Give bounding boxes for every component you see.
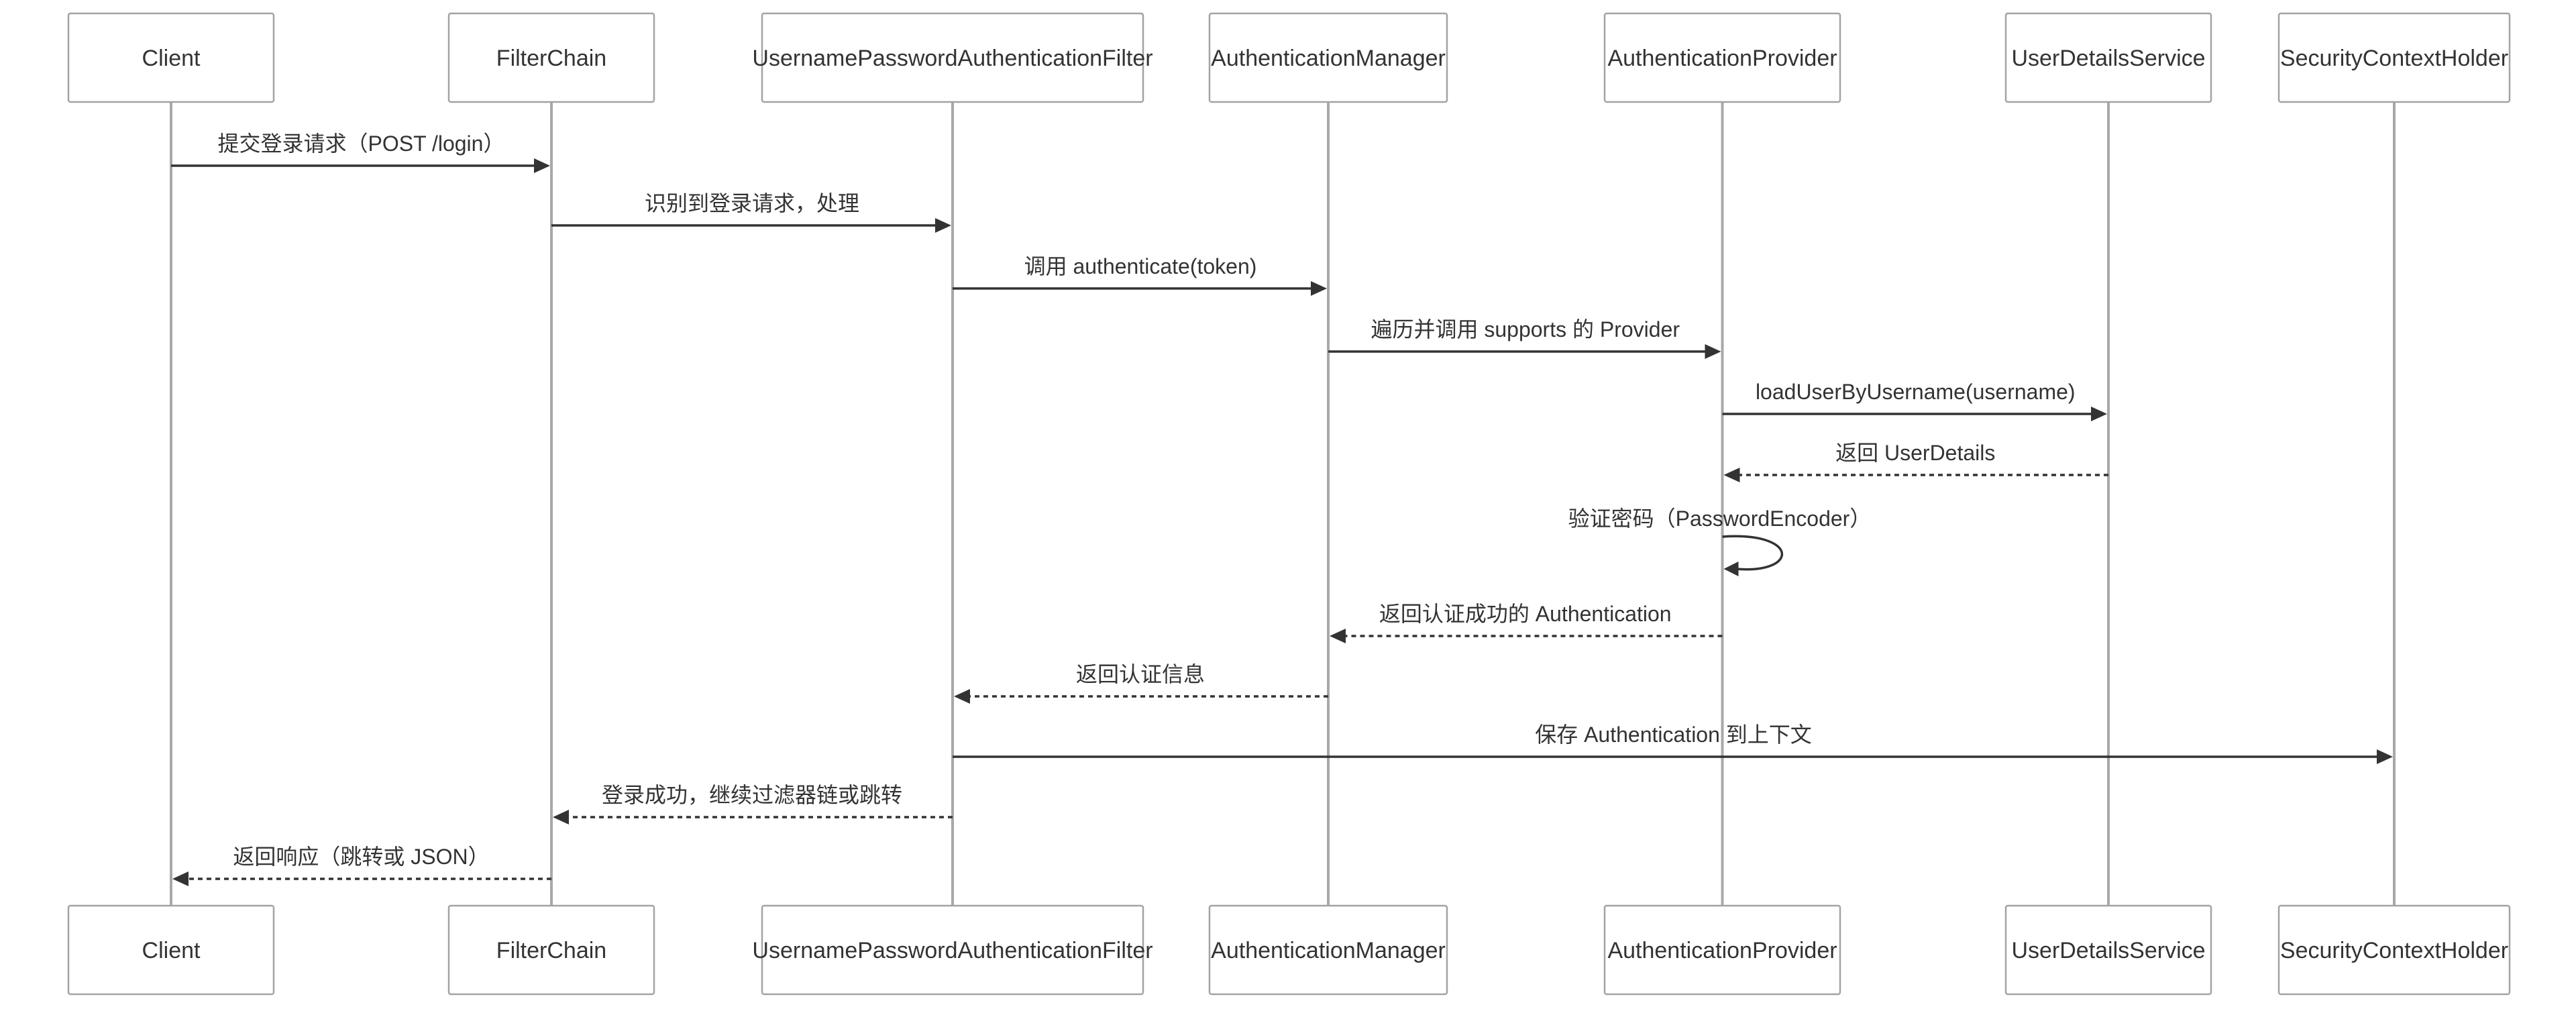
participant-label: SecurityContextHolder	[2280, 46, 2508, 71]
participant-box	[1208, 904, 1448, 996]
participant-box	[1208, 12, 1448, 103]
message-label: loadUserByUsername(username)	[1756, 380, 2076, 404]
message-2: 识别到登录请求，处理	[551, 191, 951, 233]
participant-uds-bottom: UserDetailsService	[2004, 904, 2212, 996]
participant-label: UsernamePasswordAuthenticationFilter	[752, 46, 1152, 71]
participants: ClientClientFilterChainFilterChainUserna…	[67, 12, 2511, 996]
participant-label: Client	[142, 938, 201, 963]
arrowhead	[172, 871, 189, 886]
lifelines	[170, 102, 2396, 906]
participant-uds-top: UserDetailsService	[2004, 12, 2212, 103]
participant-client-bottom: Client	[67, 904, 275, 996]
participant-box	[2004, 904, 2212, 996]
message-label: 识别到登录请求，处理	[645, 191, 859, 215]
message-label: 返回认证信息	[1076, 662, 1205, 686]
participant-label: AuthenticationProvider	[1607, 938, 1837, 963]
participant-box	[761, 904, 1144, 996]
arrowhead	[2091, 407, 2107, 421]
message-5: loadUserByUsername(username)	[1722, 380, 2107, 421]
message-6: 返回 UserDetails	[1723, 441, 2108, 482]
participant-box	[1603, 904, 1841, 996]
participant-box	[1603, 12, 1841, 103]
message-label: 保存 Authentication 到上下文	[1535, 723, 1812, 747]
arrowhead	[553, 810, 569, 825]
participant-label: UserDetailsService	[2011, 938, 2205, 963]
participant-label: AuthenticationProvider	[1607, 46, 1837, 71]
participant-label: AuthenticationManager	[1211, 938, 1446, 963]
participant-box	[2277, 12, 2511, 103]
participant-box	[67, 12, 275, 103]
arrowhead	[1311, 281, 1327, 296]
message-line	[1722, 535, 1784, 571]
message-label: 提交登录请求（POST /login）	[218, 131, 505, 156]
participant-box	[761, 12, 1144, 103]
arrowhead	[935, 218, 951, 233]
message-7: 验证密码（PasswordEncoder）	[1568, 507, 1872, 576]
participant-authmanager-bottom: AuthenticationManager	[1208, 904, 1448, 996]
message-1: 提交登录请求（POST /login）	[171, 131, 550, 173]
participant-upaf-bottom: UsernamePasswordAuthenticationFilter	[752, 904, 1153, 996]
message-label: 遍历并调用 supports 的 Provider	[1371, 317, 1680, 341]
arrowhead	[1705, 344, 1721, 359]
participant-label: FilterChain	[496, 938, 606, 963]
message-12: 返回响应（跳转或 JSON）	[172, 845, 551, 886]
participant-label: SecurityContextHolder	[2280, 938, 2508, 963]
participant-filterchain-top: FilterChain	[447, 12, 655, 103]
participant-box	[2004, 12, 2212, 103]
message-label: 登录成功，继续过滤器链或跳转	[602, 783, 902, 807]
participant-filterchain-bottom: FilterChain	[447, 904, 655, 996]
participant-label: UserDetailsService	[2011, 46, 2205, 71]
message-4: 遍历并调用 supports 的 Provider	[1328, 317, 1721, 359]
participant-label: FilterChain	[496, 46, 606, 71]
participant-label: AuthenticationManager	[1211, 46, 1446, 71]
participant-sch-top: SecurityContextHolder	[2277, 12, 2511, 103]
participant-box	[67, 904, 275, 996]
arrowhead	[1330, 629, 1346, 643]
participant-authmanager-top: AuthenticationManager	[1208, 12, 1448, 103]
participant-sch-bottom: SecurityContextHolder	[2277, 904, 2511, 996]
arrowhead	[1723, 562, 1739, 576]
message-label: 返回响应（跳转或 JSON）	[233, 845, 489, 869]
arrowhead	[954, 689, 970, 704]
participant-label: UsernamePasswordAuthenticationFilter	[752, 938, 1152, 963]
participant-box	[447, 904, 655, 996]
message-label: 返回 UserDetails	[1835, 441, 1995, 465]
arrowhead	[1723, 468, 1740, 482]
message-8: 返回认证成功的 Authentication	[1330, 602, 1723, 643]
message-9: 返回认证信息	[954, 662, 1328, 704]
arrowhead	[2377, 749, 2393, 764]
message-11: 登录成功，继续过滤器链或跳转	[553, 783, 953, 825]
participant-upaf-top: UsernamePasswordAuthenticationFilter	[752, 12, 1153, 103]
arrowhead	[534, 158, 550, 173]
participant-box	[2277, 904, 2511, 996]
message-label: 调用 authenticate(token)	[1024, 254, 1257, 278]
message-3: 调用 authenticate(token)	[953, 254, 1327, 296]
participant-label: Client	[142, 46, 201, 71]
participant-box	[447, 12, 655, 103]
participant-client-top: Client	[67, 12, 275, 103]
participant-authprovider-top: AuthenticationProvider	[1603, 12, 1841, 103]
message-10: 保存 Authentication 到上下文	[953, 723, 2393, 764]
message-label: 返回认证成功的 Authentication	[1379, 602, 1672, 626]
message-label: 验证密码（PasswordEncoder）	[1568, 507, 1872, 531]
participant-authprovider-bottom: AuthenticationProvider	[1603, 904, 1841, 996]
